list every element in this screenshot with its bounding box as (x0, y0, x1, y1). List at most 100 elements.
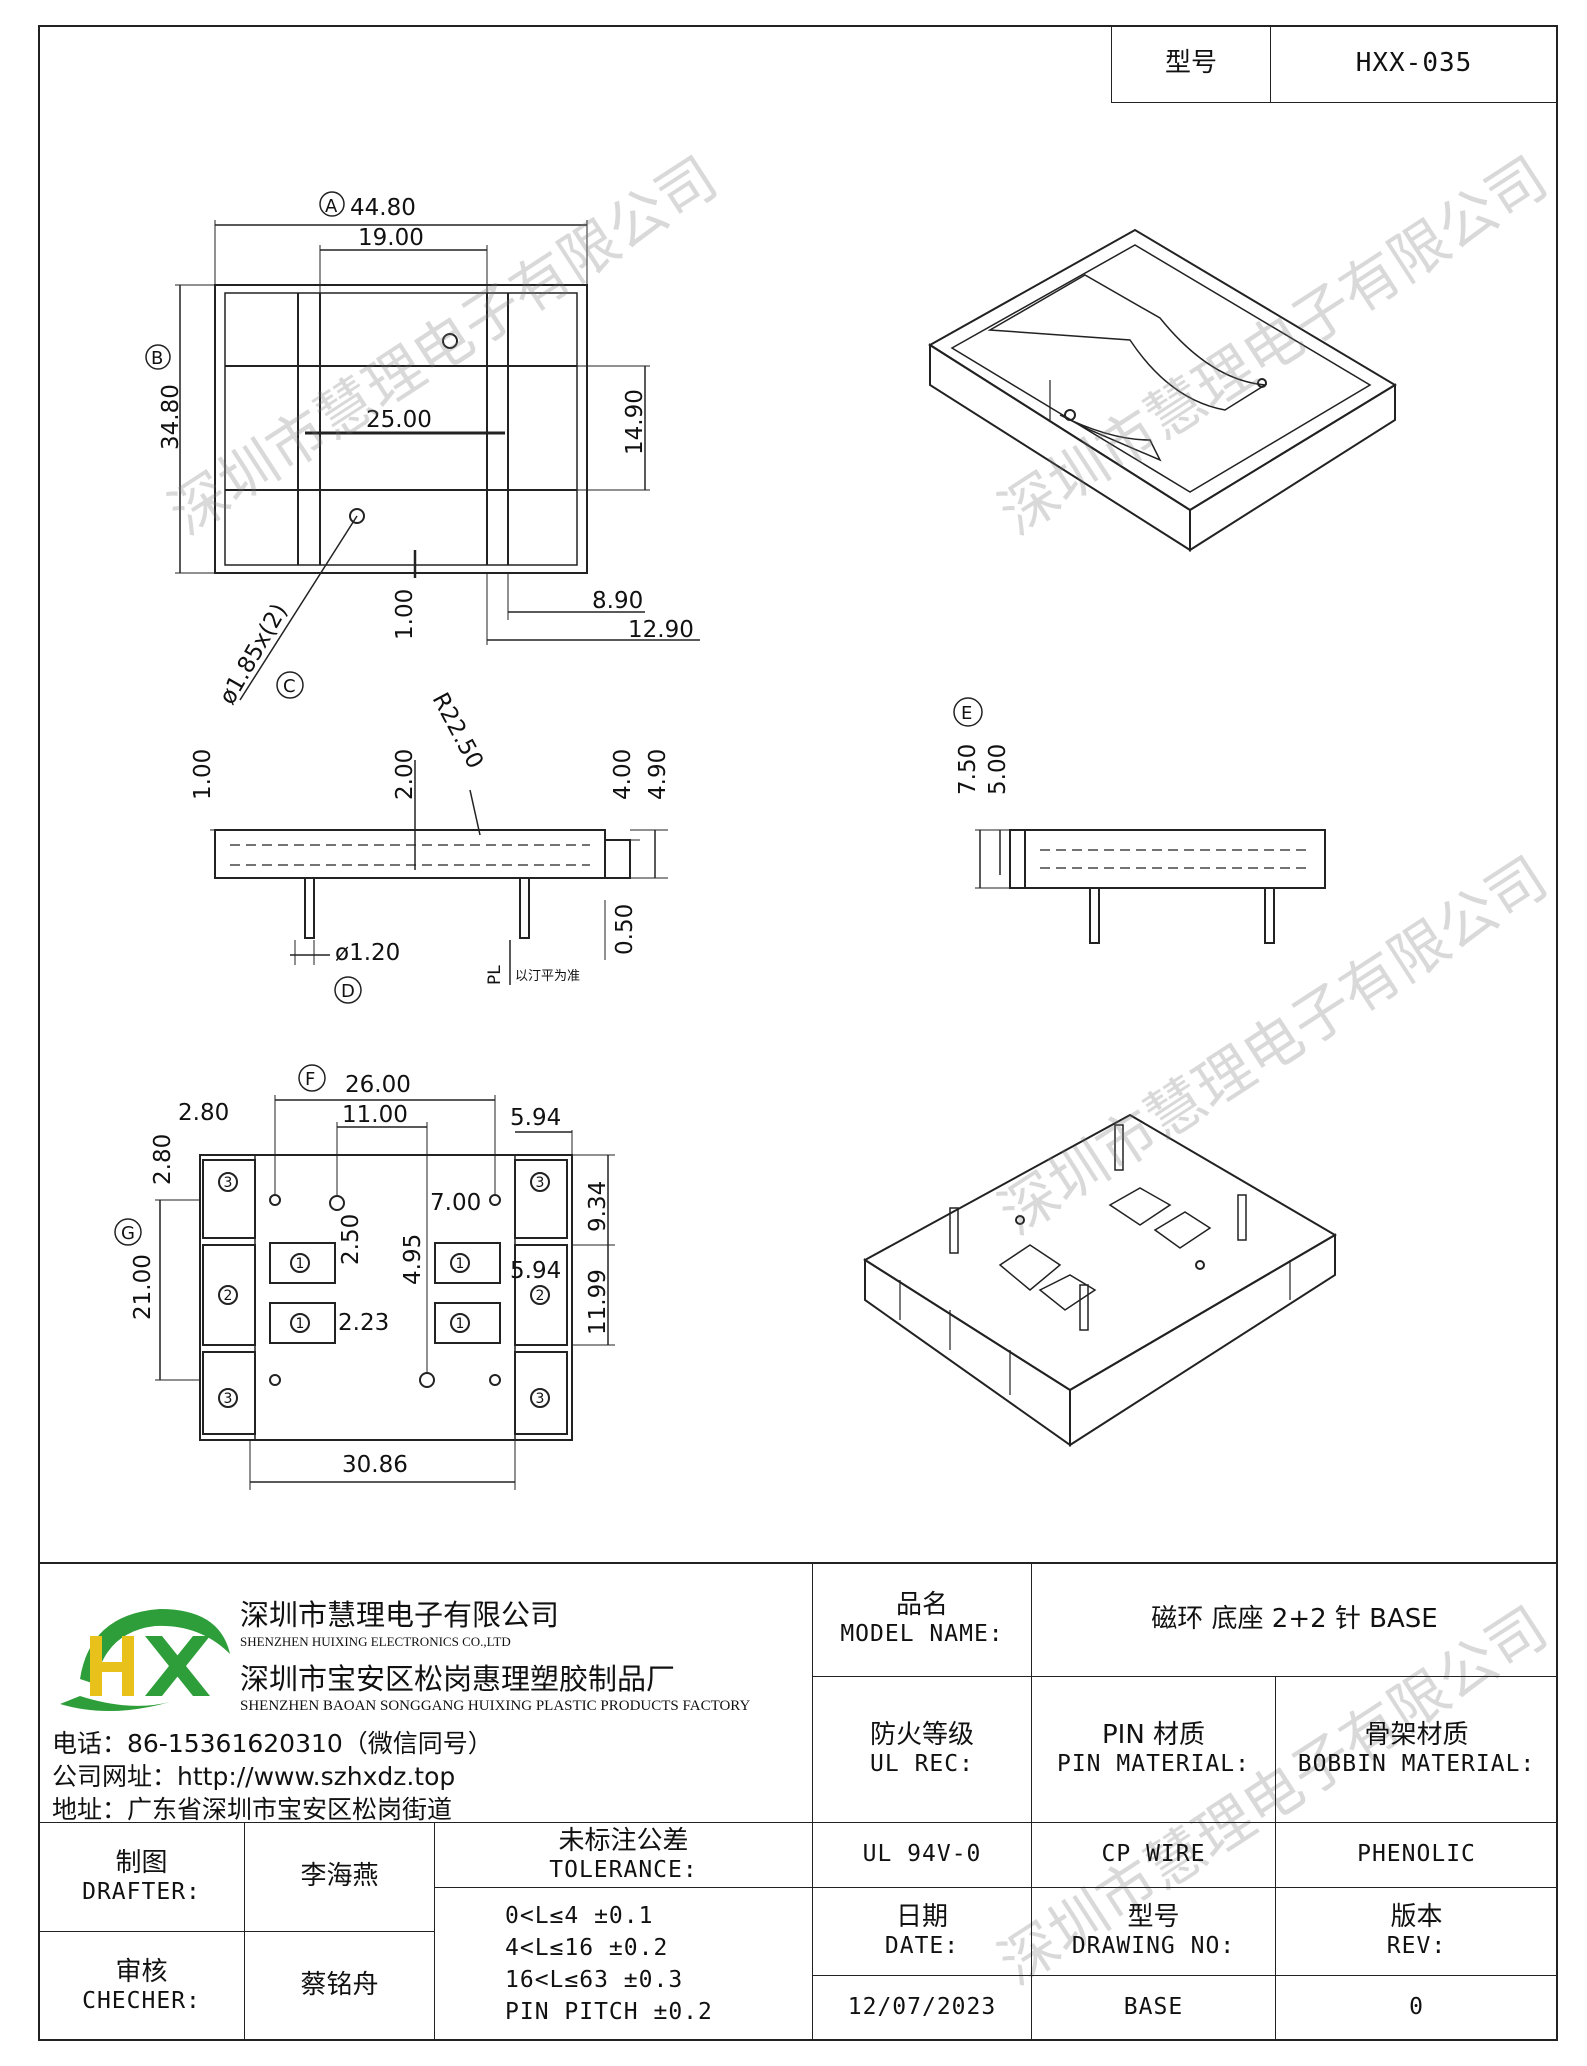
dim-4-90: 4.90 (645, 749, 671, 800)
date-en: DATE: (884, 1933, 960, 1960)
address: 地址：广东省深圳市宝安区松岗街道 (52, 1795, 453, 1824)
pin-num-2: 2 (224, 1288, 233, 1304)
dim-4-00: 4.00 (610, 749, 636, 800)
bottom-pin-box-2 (269, 1302, 336, 1344)
model-name-value: 磁环 底座 2+2 针 BASE (1151, 1603, 1438, 1634)
marker-b-circle (145, 344, 171, 370)
dim-14-90: 14.90 (622, 389, 648, 455)
ul-en: UL REC: (870, 1751, 974, 1778)
isometric-bottom-view (863, 1113, 1337, 1447)
rev-en: REV: (1386, 1933, 1447, 1960)
bobbin-material-value: PHENOLIC (1357, 1841, 1476, 1868)
model-name-cn: 品名 (895, 1590, 948, 1621)
marker-a-circle (319, 191, 345, 217)
top-hole-lower (349, 508, 365, 524)
pin-num-3: 3 (224, 1175, 233, 1191)
dim-7-50: 7.50 (955, 744, 981, 795)
dim-44-80: 44.80 (350, 195, 416, 221)
top-view-outline (214, 284, 588, 574)
marker-c-circle (276, 671, 304, 699)
side-pin-right (519, 877, 530, 939)
checker-label-cell: 审核 CHECHER: (38, 1931, 245, 2041)
bottom-pad-right-top (514, 1159, 568, 1239)
date-value: 12/07/2023 (847, 1994, 997, 2021)
dim-5-94-b: 5.94 (510, 1258, 561, 1284)
company-en-1: SHENZHEN HUIXING ELECTRONICS CO.,LTD (240, 1634, 511, 1649)
marker-g: G (121, 1223, 135, 1244)
drawing-no-value-cell: BASE (1031, 1975, 1276, 2041)
pin-material-value: CP WIRE (1101, 1841, 1206, 1868)
drawing-no-label-cell: 型号 DRAWING NO: (1031, 1887, 1276, 1976)
marker-f-circle (298, 1064, 326, 1092)
bottom-pad-left-mid (202, 1244, 256, 1346)
model-name-en: MODEL NAME: (840, 1621, 1004, 1648)
model-name-label-cell: 品名 MODEL NAME: (812, 1562, 1032, 1677)
pin-material-label-cell: PIN 材质 PIN MATERIAL: (1031, 1676, 1276, 1823)
bobbin-material-en: BOBBIN MATERIAL: (1297, 1751, 1536, 1778)
bottom-pad-left-bot (202, 1351, 256, 1435)
top-hole-upper (442, 333, 458, 349)
pin-num-2: 2 (536, 1288, 545, 1304)
pin-num-1: 1 (296, 1256, 305, 1272)
tolerance-2: 4<L≤16 ±0.2 (505, 1935, 669, 1961)
dim-12-90: 12.90 (628, 617, 694, 643)
drawing-no-en: DRAWING NO: (1071, 1933, 1236, 1960)
dim-1-00-side: 1.00 (190, 749, 216, 800)
bottom-pad-right-mid (514, 1244, 568, 1346)
ul-label-cell: 防火等级 UL REC: (812, 1676, 1032, 1823)
website: 公司网址：http://www.szhxdz.top (52, 1762, 456, 1791)
header-model-value-cell: HXX-035 (1270, 25, 1558, 103)
marker-e-circle (953, 697, 983, 727)
marker-e: E (961, 703, 972, 724)
pin-num-1: 1 (456, 1316, 465, 1332)
marker-a: A (325, 196, 338, 217)
header-model-label-cell: 型号 (1111, 25, 1271, 103)
end-pin-left (1089, 887, 1100, 944)
bobbin-material-cn: 骨架材质 (1364, 1720, 1469, 1751)
dim-5-94-a: 5.94 (510, 1105, 561, 1131)
bottom-pin-box-1 (269, 1242, 336, 1284)
bottom-pin-box-4 (434, 1302, 501, 1344)
pin-dia: ø1.20 (335, 940, 400, 966)
dim-2-00: 2.00 (392, 749, 418, 800)
pin-num-3: 3 (536, 1175, 545, 1191)
hole-spec: ø1.85x(2) (215, 599, 293, 709)
drafter-cn: 制图 (115, 1847, 168, 1878)
pin-material-en: PIN MATERIAL: (1056, 1751, 1250, 1778)
drafter-en: DRAFTER: (82, 1878, 201, 1905)
rev-value-cell: 0 (1275, 1975, 1558, 2041)
dim-26-00: 26.00 (345, 1072, 411, 1098)
dim-2-50: 2.50 (338, 1214, 364, 1265)
tolerance-3: 16<L≤63 ±0.3 (505, 1967, 684, 1993)
dim-34-80: 34.80 (158, 384, 184, 450)
drafter-value: 李海燕 (300, 1861, 379, 1892)
drawing-no-value: BASE (1123, 1994, 1184, 2021)
bottom-pad-right-bot (514, 1351, 568, 1435)
rev-cn: 版本 (1390, 1902, 1443, 1933)
tolerance-values-cell: 0<L≤4 ±0.1 4<L≤16 ±0.2 16<L≤63 ±0.3 PIN … (434, 1887, 813, 2041)
side-pin-left (304, 877, 315, 939)
pin-num-3: 3 (224, 1391, 233, 1407)
tolerance-1: 0<L≤4 ±0.1 (505, 1903, 654, 1929)
pl-label: PL (485, 965, 505, 985)
dim-30-86: 30.86 (342, 1452, 408, 1478)
end-pin-right (1264, 887, 1275, 944)
marker-b: B (151, 348, 163, 369)
company-cn-1: 深圳市慧理电子有限公司 (240, 1598, 560, 1632)
marker-g-circle (114, 1218, 142, 1246)
ul-value-cell: UL 94V-0 (812, 1822, 1032, 1888)
pin-num-3: 3 (536, 1391, 545, 1407)
checker-cn: 审核 (115, 1956, 168, 1987)
pin-material-cn: PIN 材质 (1101, 1720, 1206, 1751)
tolerance-4: PIN PITCH ±0.2 (505, 1999, 713, 2025)
ul-value: UL 94V-0 (862, 1841, 982, 1868)
header-model-value: HXX-035 (1355, 48, 1473, 79)
phone: 电话：86-15361620310（微信同号） (52, 1729, 493, 1758)
dim-2-80-a: 2.80 (178, 1100, 229, 1126)
dim-2-80-b: 2.80 (150, 1134, 176, 1185)
tolerance-en: TOLERANCE: (549, 1856, 698, 1883)
technical-drawing: A 44.80 19.00 B 34.80 25.00 14.90 1.00 8… (114, 191, 1397, 1490)
radius-r22-50: R22.50 (427, 689, 488, 773)
drafter-value-cell: 李海燕 (244, 1822, 435, 1932)
pin-num-1: 1 (296, 1316, 305, 1332)
